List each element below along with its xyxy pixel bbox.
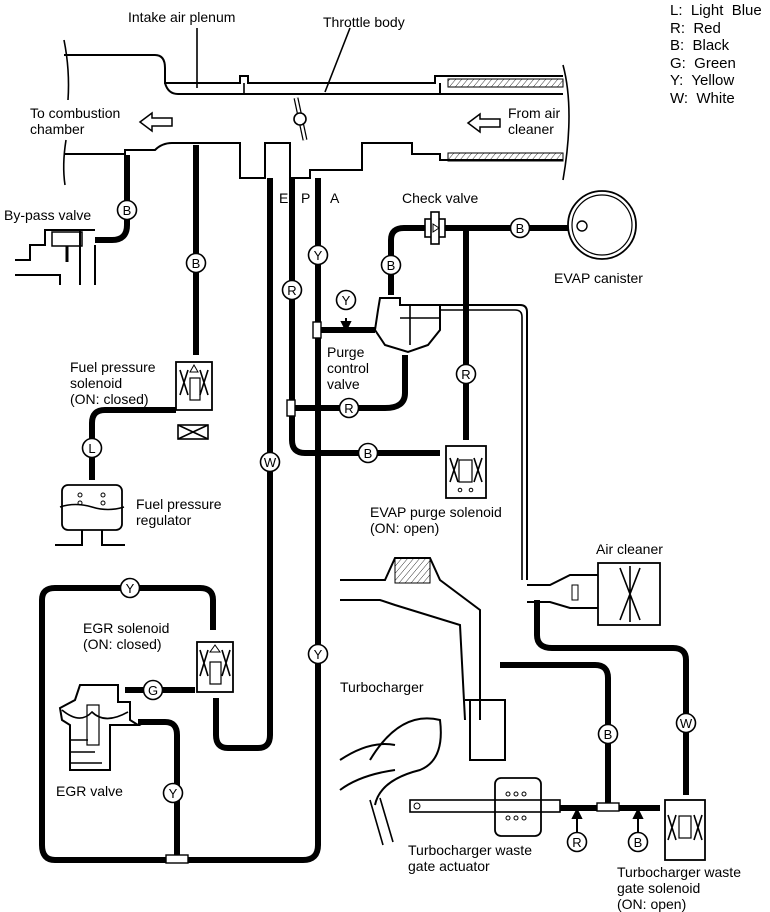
arrow-down-icon <box>340 318 352 333</box>
hose-color-tag-wg-b: B <box>597 723 619 745</box>
label-turbocharger: Turbocharger <box>340 679 424 695</box>
svg-text:R: R <box>287 283 296 298</box>
label-egr-valve: EGR valve <box>56 783 123 799</box>
hose-color-tag-pcv-r: R <box>338 397 360 419</box>
svg-text:Y: Y <box>342 293 351 308</box>
hose-color-tag-evap-sol-side: B <box>357 442 379 464</box>
hose-color-tag-wg-w: W <box>675 712 697 734</box>
flow-arrow-left-icon <box>138 111 173 133</box>
label-wastegate-solenoid: Turbocharger waste gate solenoid (ON: op… <box>617 864 741 912</box>
hose-color-tag-egr-g: G <box>142 679 164 701</box>
svg-text:B: B <box>123 203 132 218</box>
hose-color-tag-pcv-signal: Y <box>335 289 357 311</box>
flow-arrow-left-icon <box>466 112 501 134</box>
svg-text:Y: Y <box>314 248 323 263</box>
bypass-valve <box>15 229 96 285</box>
hose-color-tag-evap-sol-top: R <box>455 363 477 385</box>
evap-purge-solenoid <box>445 445 487 499</box>
legend-item: G: Green <box>670 54 736 72</box>
color-legend: L: Light Blue R: Red B: Black G: Green Y… <box>670 2 762 107</box>
svg-text:R: R <box>572 835 581 850</box>
label-port-p: P <box>301 190 311 206</box>
label-intake-air-plenum: Intake air plenum <box>128 9 236 25</box>
label-fuel-pressure-solenoid: Fuel pressure solenoid (ON: closed) <box>70 359 156 407</box>
label-evap-canister: EVAP canister <box>554 270 643 286</box>
air-cleaner <box>527 562 661 626</box>
hose-color-tag-wg-r-arrow: R <box>566 831 588 853</box>
wastegate-solenoid <box>664 799 706 861</box>
hose-color-tag-egr-loop-top: Y <box>119 577 141 599</box>
label-wastegate-actuator: Turbocharger waste gate actuator <box>408 842 532 874</box>
legend-item: Y: Yellow <box>670 72 735 89</box>
label-bypass-valve: By-pass valve <box>4 207 92 223</box>
hose-color-tag-port-e: W <box>259 451 281 473</box>
turbocharger <box>339 557 506 846</box>
wastegate-actuator <box>409 777 561 837</box>
label-fuel-pressure-regulator: Fuel pressure regulator <box>136 496 222 528</box>
svg-text:W: W <box>264 455 277 470</box>
svg-text:B: B <box>516 221 525 236</box>
svg-text:Y: Y <box>126 581 135 596</box>
legend-item: L: Light Blue <box>670 2 762 19</box>
svg-text:R: R <box>461 367 470 382</box>
svg-text:B: B <box>634 835 643 850</box>
arrow-up-icon <box>571 807 583 832</box>
legend-item: R: Red <box>670 19 721 37</box>
fuel-pressure-regulator <box>55 484 125 546</box>
legend-item: B: Black <box>670 37 730 54</box>
svg-text:B: B <box>364 446 373 461</box>
fuel-pressure-solenoid <box>175 361 213 440</box>
hose-color-tag-fps-lower: L <box>81 437 103 459</box>
label-evap-purge-solenoid: EVAP purge solenoid (ON: open) <box>370 504 502 536</box>
egr-valve <box>58 684 142 771</box>
svg-text:L: L <box>88 441 95 456</box>
label-egr-solenoid: EGR solenoid (ON: closed) <box>83 620 170 652</box>
hose-color-tag-egr-right: Y <box>307 643 329 665</box>
svg-text:W: W <box>680 716 693 731</box>
svg-text:Y: Y <box>314 647 323 662</box>
hose-color-tag-wg-b-arrow: B <box>627 831 649 853</box>
label-to-combustion-chamber: To combustion chamber <box>30 105 121 137</box>
label-port-a: A <box>330 190 340 206</box>
svg-text:G: G <box>148 683 158 698</box>
arrow-up-icon <box>632 807 644 832</box>
check-valve <box>424 211 446 245</box>
label-from-air-cleaner: From air cleaner <box>508 105 561 137</box>
label-check-valve: Check valve <box>402 190 479 206</box>
evap-canister <box>567 190 637 260</box>
hose-color-tag-port-a: Y <box>307 244 329 266</box>
intake-duct <box>62 39 570 186</box>
label-air-cleaner: Air cleaner <box>596 541 663 557</box>
hose-color-tag-egr-valve: Y <box>162 782 184 804</box>
egr-solenoid <box>196 641 234 693</box>
label-port-e: E <box>279 190 289 206</box>
legend-item: W: White <box>670 89 735 107</box>
svg-text:Y: Y <box>169 786 178 801</box>
label-throttle-body: Throttle body <box>323 14 405 30</box>
throttle-plate-icon <box>293 97 308 141</box>
hose-color-tag-canister: B <box>509 217 531 239</box>
purge-control-valve <box>373 297 528 580</box>
hose-color-tag-pcv-top: B <box>380 254 402 276</box>
svg-text:B: B <box>604 727 613 742</box>
hose-color-tag-port-p: R <box>281 279 303 301</box>
svg-text:R: R <box>344 401 353 416</box>
hose-color-tag-fps-upper: B <box>185 252 207 274</box>
hose-color-tag-bypass: B <box>116 199 138 221</box>
svg-text:B: B <box>387 258 396 273</box>
svg-text:B: B <box>192 256 201 271</box>
label-purge-control-valve: Purge control valve <box>327 344 370 392</box>
